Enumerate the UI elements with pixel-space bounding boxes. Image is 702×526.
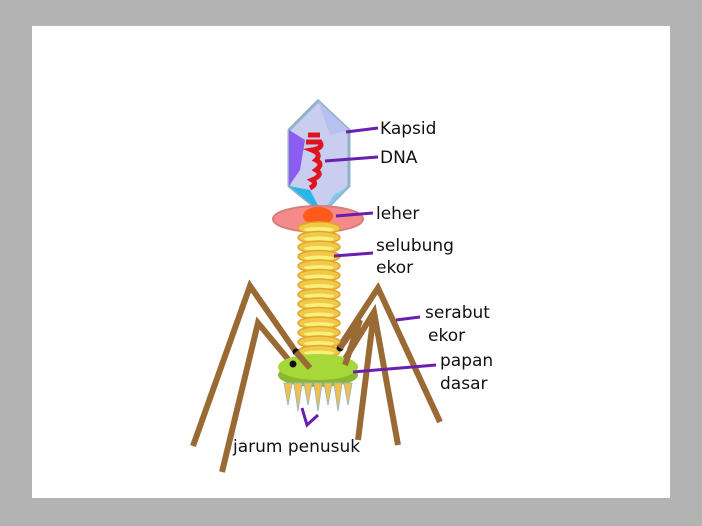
sheath-highlight [304,341,334,346]
sheath-highlight [304,284,334,289]
label-capsid: Kapsid [380,119,436,139]
sheath-highlight [304,293,334,299]
sheath-highlight [304,322,334,327]
sheath-highlight [304,265,334,270]
sheath-highlight [304,246,334,251]
pin-spike [323,382,333,406]
pin-spike [333,382,343,412]
pin-spike [343,382,353,406]
tail-sheath [297,221,341,359]
pin-spike [303,382,313,406]
pin-spike [293,382,303,412]
label-collar: leher [376,204,419,224]
collar [303,207,333,225]
sheath-highlight [304,331,334,337]
sheath-highlight [304,255,334,261]
label-dna: DNA [380,148,418,168]
label-baseplate-2: dasar [440,374,487,394]
sheath-highlight [304,274,334,280]
sheath-highlight [304,312,334,318]
dna-strand [302,132,324,191]
sheath-highlight [304,303,334,308]
diagram-panel [32,26,670,498]
baseplate [278,344,358,412]
label-tail-fibers: serabut [425,303,490,323]
label-pins: jarum penusuk [232,437,360,457]
label-sheath: selubung [376,236,454,256]
pin-spike [313,382,323,412]
label-baseplate: papan [440,351,493,371]
label-tail-fibers-2: ekor [428,326,465,346]
pointer-lines [300,126,437,428]
sheath-highlight [304,227,334,232]
pins [283,382,353,412]
label-sheath-2: ekor [376,258,413,278]
sheath-highlight [304,236,334,242]
capsid [287,98,351,216]
pin-spike [283,382,293,406]
